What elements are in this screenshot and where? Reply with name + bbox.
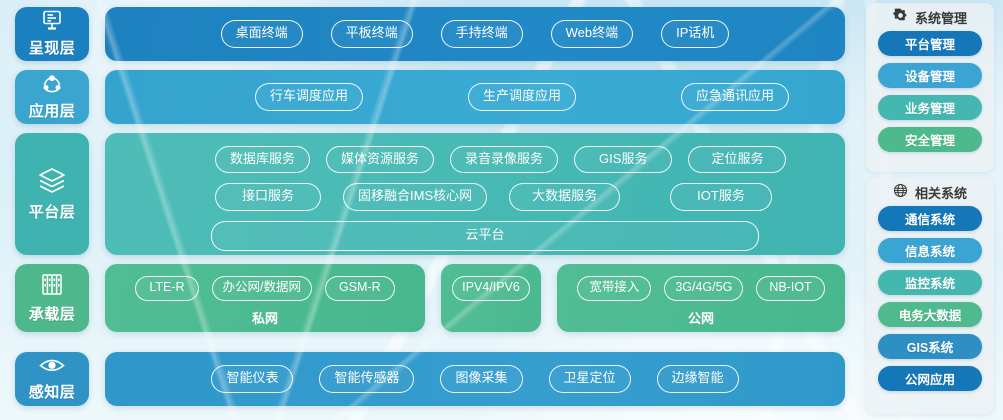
pill-item[interactable]: 固移融合IMS核心网 bbox=[343, 183, 488, 211]
layer-label-bearer[interactable]: 承载层 bbox=[15, 264, 89, 332]
pill-item[interactable]: NB-IOT bbox=[756, 276, 825, 301]
sidebar-item-label: 信息系统 bbox=[904, 245, 955, 259]
server-rack-icon bbox=[38, 272, 66, 298]
pill-item[interactable]: IPV4/IPV6 bbox=[452, 276, 530, 301]
pill-item[interactable]: 3G/4G/5G bbox=[664, 276, 744, 301]
pill-item[interactable]: 手持终端 bbox=[440, 20, 523, 48]
sidebar-item-device-management[interactable]: 设备管理 bbox=[878, 63, 982, 88]
layer-label-platform[interactable]: 平台层 bbox=[15, 133, 89, 255]
sidebar-item-electrical-big-data[interactable]: 电务大数据 bbox=[878, 302, 982, 327]
sidebar-item-security-management[interactable]: 安全管理 bbox=[878, 127, 982, 152]
sidebar-item-business-management[interactable]: 业务管理 bbox=[878, 95, 982, 120]
sidebar-item-label: 安全管理 bbox=[904, 134, 955, 148]
bearer-group-label: 私网 bbox=[251, 310, 278, 326]
pill-item[interactable]: 数据库服务 bbox=[215, 146, 311, 174]
pill-item[interactable]: 办公网/数据网 bbox=[211, 276, 312, 301]
sidebar-item-gis-system[interactable]: GIS系统 bbox=[878, 334, 982, 359]
pill-item-cloud-platform[interactable]: 云平台 bbox=[211, 220, 759, 251]
pill-item[interactable]: 录音录像服务 bbox=[450, 146, 559, 174]
pill-item[interactable]: 生产调度应用 bbox=[468, 83, 577, 111]
sidebar-item-monitoring-system[interactable]: 监控系统 bbox=[878, 270, 982, 295]
panel-bearer-private-network: LTE-R 办公网/数据网 GSM-R 私网 bbox=[105, 264, 425, 332]
pill-item[interactable]: 宽带接入 bbox=[577, 276, 652, 301]
pill-item[interactable]: 行车调度应用 bbox=[255, 83, 364, 111]
layer-label-text: 平台层 bbox=[28, 204, 76, 221]
sidebar-item-label: 监控系统 bbox=[904, 277, 955, 291]
eye-icon bbox=[37, 356, 67, 376]
sidebar-item-label: 设备管理 bbox=[904, 70, 955, 84]
layer-label-text: 感知层 bbox=[28, 384, 76, 401]
panel-bearer-public-network: 宽带接入 3G/4G/5G NB-IOT 公网 bbox=[557, 264, 845, 332]
layer-label-text: 呈现层 bbox=[28, 40, 76, 57]
layers-stack-icon bbox=[35, 166, 69, 196]
sidebar-item-label: GIS系统 bbox=[906, 341, 954, 355]
pill-item[interactable]: 大数据服务 bbox=[509, 183, 621, 211]
pill-item[interactable]: 接口服务 bbox=[215, 183, 322, 211]
pill-item[interactable]: 卫星定位 bbox=[548, 365, 631, 393]
pill-item[interactable]: GSM-R bbox=[325, 276, 395, 301]
sidebar-item-label: 公网应用 bbox=[904, 373, 955, 387]
sidebar-related-systems-header: 相关系统 bbox=[866, 178, 994, 206]
sidebar-item-label: 通信系统 bbox=[904, 213, 955, 227]
sidebar-system-management-title: 系统管理 bbox=[914, 10, 967, 26]
sidebar-system-management-header: 系统管理 bbox=[866, 3, 994, 31]
pill-item[interactable]: 应急通讯应用 bbox=[681, 83, 790, 111]
globe-icon bbox=[893, 183, 908, 201]
sidebar-item-public-network-application[interactable]: 公网应用 bbox=[878, 366, 982, 391]
sidebar-item-communication-system[interactable]: 通信系统 bbox=[878, 206, 982, 231]
layer-label-text: 应用层 bbox=[28, 103, 76, 120]
sidebar-item-platform-management[interactable]: 平台管理 bbox=[878, 31, 982, 56]
panel-platform: 数据库服务 媒体资源服务 录音录像服务 GIS服务 定位服务 接口服务 固移融合… bbox=[105, 133, 845, 255]
sidebar-related-systems-title: 相关系统 bbox=[914, 185, 967, 201]
layer-label-text: 承载层 bbox=[28, 306, 76, 323]
gear-icon bbox=[893, 8, 908, 26]
nodes-network-icon bbox=[39, 73, 65, 95]
pill-item[interactable]: 智能仪表 bbox=[211, 365, 294, 393]
layer-label-sensing[interactable]: 感知层 bbox=[15, 352, 89, 406]
sidebar-card-related-systems: 相关系统 通信系统 信息系统 监控系统 电务大数据 GIS系统 公网应用 bbox=[866, 178, 994, 414]
panel-presentation: 桌面终端 平板终端 手持终端 Web终端 IP话机 bbox=[105, 7, 845, 61]
pill-item[interactable]: 边缘智能 bbox=[656, 365, 739, 393]
monitor-icon bbox=[39, 10, 65, 32]
panel-sensing: 智能仪表 智能传感器 图像采集 卫星定位 边缘智能 bbox=[105, 352, 845, 406]
sidebar-item-label: 业务管理 bbox=[904, 102, 955, 116]
pill-item[interactable]: Web终端 bbox=[550, 20, 634, 48]
pill-item[interactable]: LTE-R bbox=[135, 276, 199, 301]
pill-item[interactable]: IOT服务 bbox=[670, 183, 772, 211]
sidebar-item-information-system[interactable]: 信息系统 bbox=[878, 238, 982, 263]
pill-item[interactable]: GIS服务 bbox=[574, 146, 673, 174]
pill-item[interactable]: 媒体资源服务 bbox=[326, 146, 435, 174]
bearer-group-label: 公网 bbox=[687, 310, 714, 326]
panel-bearer-middle: IPV4/IPV6 bbox=[441, 264, 541, 332]
pill-item[interactable]: 定位服务 bbox=[688, 146, 787, 174]
layer-label-presentation[interactable]: 呈现层 bbox=[15, 7, 89, 61]
pill-item[interactable]: 图像采集 bbox=[440, 365, 523, 393]
pill-item[interactable]: 智能传感器 bbox=[319, 365, 415, 393]
pill-item[interactable]: IP话机 bbox=[661, 20, 730, 48]
layer-label-application[interactable]: 应用层 bbox=[15, 70, 89, 124]
sidebar-item-label: 电务大数据 bbox=[898, 309, 962, 323]
sidebar-item-label: 平台管理 bbox=[904, 38, 955, 52]
panel-application: 行车调度应用 生产调度应用 应急通讯应用 bbox=[105, 70, 845, 124]
sidebar-card-system-management: 系统管理 平台管理 设备管理 业务管理 安全管理 bbox=[866, 3, 994, 172]
pill-item[interactable]: 桌面终端 bbox=[220, 20, 303, 48]
pill-item[interactable]: 平板终端 bbox=[330, 20, 413, 48]
